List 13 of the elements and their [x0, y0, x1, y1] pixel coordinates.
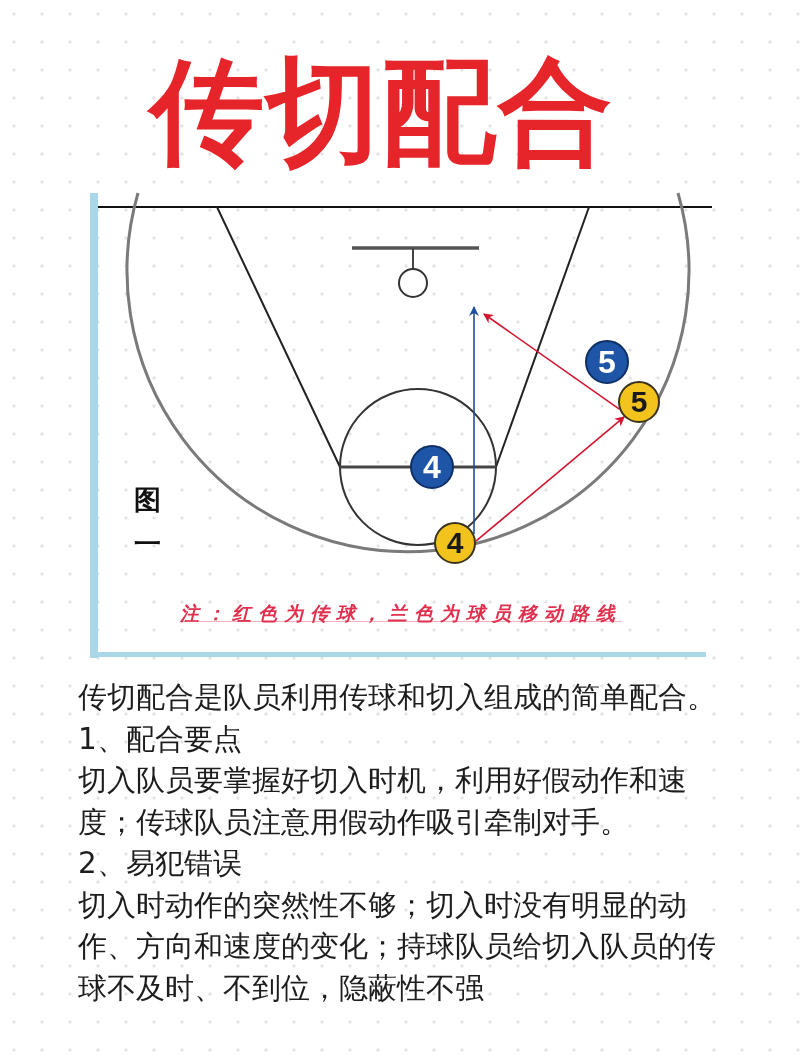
arrow	[475, 416, 625, 542]
player-token: 4	[434, 522, 476, 564]
player-token: 5	[585, 340, 629, 384]
body-paragraph: 切入时动作的突然性不够；切入时没有明显的动作、方向和速度的变化；持球队员给切入队员的传球不及时、不到位，隐蔽性不强	[78, 886, 717, 1007]
section-heading: 2、易犯错误	[78, 845, 243, 882]
body-paragraph: 切入队员要掌握好切入时机，利用好假动作和速度；传球队员注意用假动作吸引牵制对手。	[78, 762, 688, 841]
section-heading: 1、配合要点	[78, 720, 243, 758]
player-token: 5	[618, 381, 660, 423]
body-paragraph: 传切配合是队员利用传球和切入组成的简单配合。	[78, 679, 717, 716]
arrow	[469, 306, 479, 535]
figure-label: 图一	[133, 483, 161, 561]
note-text: 注：红色为传球，兰色为球员移动路线	[180, 601, 622, 626]
player-token: 4	[410, 445, 454, 489]
